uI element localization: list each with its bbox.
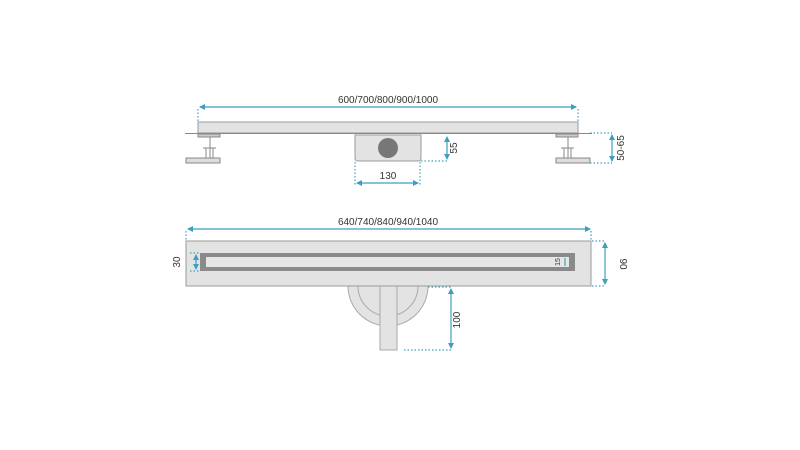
grate-slot [206,257,569,267]
leg-height-label: 50-65 [616,135,627,161]
outlet-pipe [379,285,398,351]
channel-body [197,121,579,134]
slot-width-label: 30 [172,256,183,268]
drain-width-label: 130 [380,171,397,182]
outlet-circle [378,138,398,158]
top-length-label: 640/740/840/940/1040 [338,217,439,228]
drain-height-label: 55 [449,142,460,154]
top-view: 640/740/840/940/1040 30 15 90 100 [172,217,628,351]
grate-width-label: 15 [555,258,562,266]
outlet-depth-label: 100 [452,311,463,328]
left-adjustable-foot [185,133,221,164]
side-view: 600/700/800/900/1000 55 130 50-65 [185,95,627,186]
plate-width-label: 90 [617,258,628,270]
side-length-label: 600/700/800/900/1000 [338,95,439,106]
right-adjustable-foot [555,133,591,164]
